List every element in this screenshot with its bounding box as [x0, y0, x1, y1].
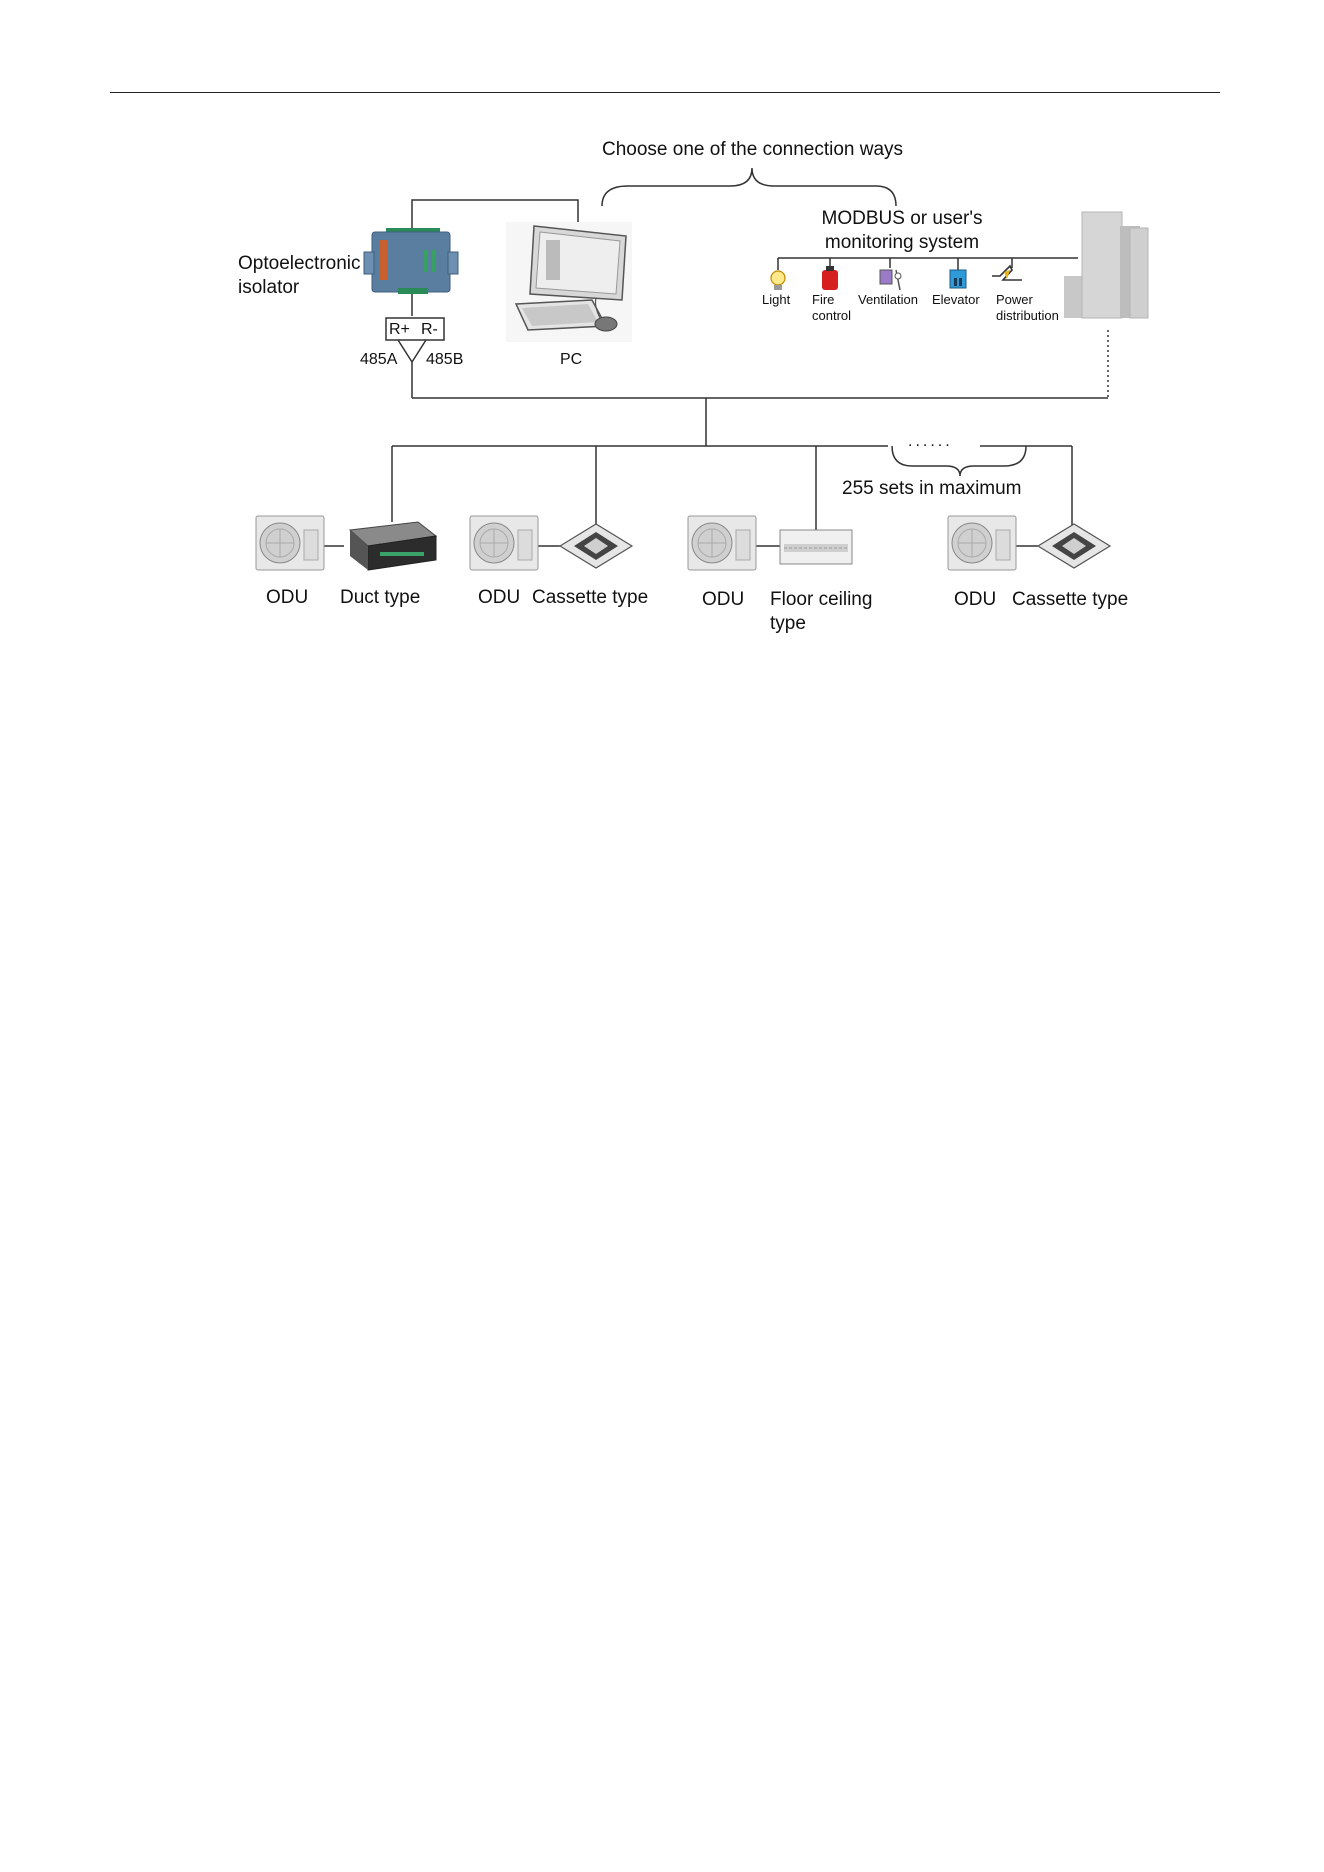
isolator-icon — [364, 228, 458, 294]
connection-brace — [602, 168, 896, 206]
terminal-plus-label: R+ — [389, 320, 410, 340]
odu-icon-3 — [688, 516, 756, 570]
fire-control-icon — [822, 266, 838, 290]
floor-ceiling-unit-icon — [780, 530, 852, 564]
building-icon — [1064, 212, 1148, 318]
port-a-label: 485A — [360, 350, 397, 370]
max-sets-label: 255 sets in maximum — [842, 477, 1022, 501]
power-distribution-icon — [992, 266, 1022, 280]
duct-unit-icon — [350, 522, 436, 570]
unit-1-idu-label: Duct type — [340, 586, 420, 610]
subsystem-power-label: Power distribution — [996, 292, 1072, 324]
unit-4-odu-label: ODU — [954, 588, 996, 612]
unit-2-idu-label: Cassette type — [532, 586, 648, 610]
subsystem-ventilation-label: Ventilation — [858, 292, 918, 308]
unit-1-odu-label: ODU — [266, 586, 308, 610]
odu-icon-1 — [256, 516, 324, 570]
subsystem-light-label: Light — [762, 292, 790, 308]
cassette-unit-icon-1 — [560, 524, 632, 568]
odu-icon-2 — [470, 516, 538, 570]
unit-4-idu-label: Cassette type — [1012, 588, 1128, 612]
elevator-icon — [950, 270, 966, 288]
terminal-minus-label: R- — [421, 320, 438, 340]
cassette-unit-icon-2 — [1038, 524, 1110, 568]
terminal-split-wire — [398, 340, 426, 362]
ventilation-icon — [880, 270, 901, 290]
subsystem-elevator-label: Elevator — [932, 292, 980, 308]
light-icon — [771, 271, 785, 290]
ellipsis-label: ...... — [908, 432, 953, 452]
modbus-label: MODBUS or user's monitoring system — [808, 207, 996, 255]
pc-icon — [506, 222, 632, 342]
unit-2-odu-label: ODU — [478, 586, 520, 610]
odu-icon-4 — [948, 516, 1016, 570]
pc-label: PC — [560, 350, 582, 370]
unit-3-idu-label: Floor ceiling type — [770, 588, 890, 636]
isolator-label: Optoelectronic isolator — [238, 252, 378, 300]
unit-3-odu-label: ODU — [702, 588, 744, 612]
subsystem-fire-label: Fire control — [812, 292, 862, 324]
connection-note: Choose one of the connection ways — [602, 138, 903, 162]
port-b-label: 485B — [426, 350, 463, 370]
